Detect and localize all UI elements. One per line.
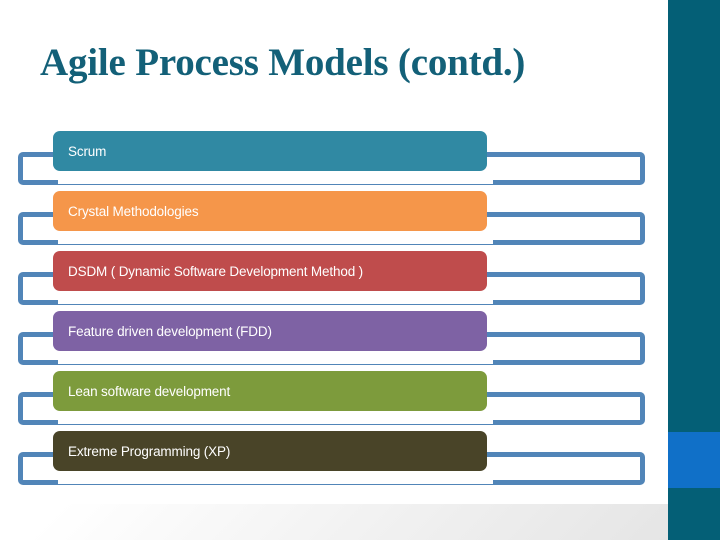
list-item[interactable]: DSDM ( Dynamic Software Development Meth…: [0, 251, 668, 311]
row-color-bar[interactable]: Extreme Programming (XP): [53, 431, 487, 471]
list-item[interactable]: Lean software development: [0, 371, 668, 431]
row-label: Lean software development: [68, 383, 231, 399]
row-label: Scrum: [68, 143, 107, 159]
row-outline-gap: [58, 295, 493, 304]
row-outline-gap: [58, 175, 493, 184]
page-title: Agile Process Models (contd.): [40, 41, 526, 84]
process-model-list: Scrum Crystal Methodologies DSDM ( Dynam…: [0, 131, 668, 491]
row-color-bar[interactable]: Scrum: [53, 131, 487, 171]
row-outline-gap: [58, 415, 493, 424]
list-item[interactable]: Extreme Programming (XP): [0, 431, 668, 491]
row-color-bar[interactable]: DSDM ( Dynamic Software Development Meth…: [53, 251, 487, 291]
list-item[interactable]: Feature driven development (FDD): [0, 311, 668, 371]
row-color-bar[interactable]: Lean software development: [53, 371, 487, 411]
row-label: DSDM ( Dynamic Software Development Meth…: [68, 263, 364, 279]
row-outline-gap: [58, 355, 493, 364]
row-outline-gap: [58, 235, 493, 244]
row-label: Crystal Methodologies: [68, 203, 199, 219]
row-color-bar[interactable]: Feature driven development (FDD): [53, 311, 487, 351]
list-item[interactable]: Scrum: [0, 131, 668, 191]
right-sidebar-accent-block: [668, 432, 720, 488]
row-label: Feature driven development (FDD): [68, 323, 272, 339]
row-outline-gap: [58, 475, 493, 484]
list-item[interactable]: Crystal Methodologies: [0, 191, 668, 251]
row-label: Extreme Programming (XP): [68, 443, 231, 459]
row-color-bar[interactable]: Crystal Methodologies: [53, 191, 487, 231]
